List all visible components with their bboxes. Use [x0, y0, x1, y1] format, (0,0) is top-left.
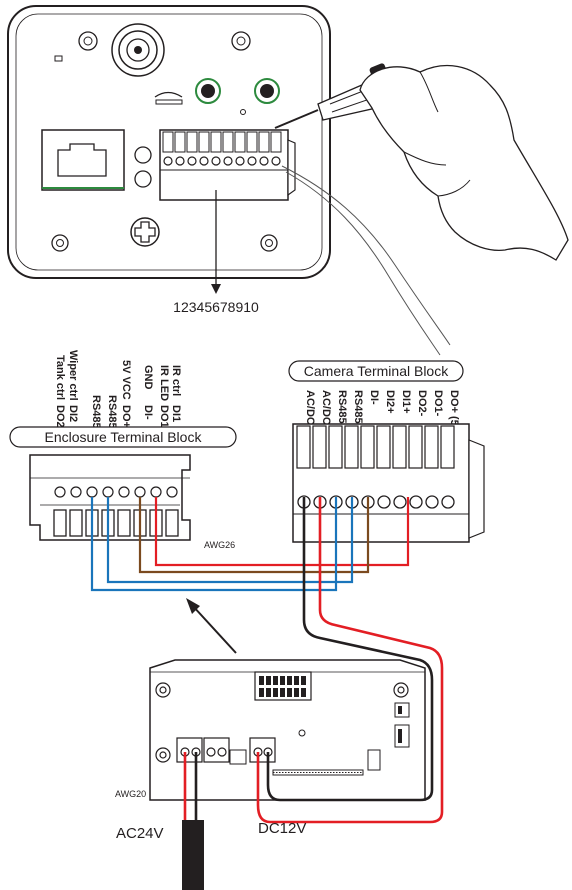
wire-gauge-top: AWG26 [204, 540, 235, 550]
camera-title-pill [288, 360, 464, 382]
status-led-icon [54, 55, 63, 62]
enclosure-title-pill [9, 426, 237, 448]
enclosure-label-upper: 5V VCC [120, 360, 132, 400]
signal-wires [90, 497, 410, 592]
dc-power-terminal [249, 737, 276, 763]
screw-icon [155, 682, 409, 763]
ethernet-port-icon [41, 129, 125, 191]
camera-terminal-label: DI2+ [384, 390, 396, 414]
board-connector [254, 671, 312, 701]
enclosure-label-lower: DI1 [170, 405, 182, 422]
enclosure-label-upper: Wiper ctrl [67, 350, 79, 401]
enclosure-label-lower: DO1 [158, 405, 170, 428]
camera-terminal-label: DO2- [416, 390, 428, 417]
enclosure-block-title: Enclosure Terminal Block [45, 429, 203, 445]
enclosure-label-lower: DI2 [67, 405, 79, 422]
mount-screw-icon [130, 217, 160, 247]
camera-terminal-label: RS485- [352, 390, 364, 428]
enclosure-label-upper: IR ctrl [170, 365, 182, 396]
camera-terminal-label: DI- [368, 390, 380, 405]
dc12v-label: DC12V [258, 820, 306, 837]
enclosure-label-upper: Tank ctrl [54, 355, 66, 400]
wire-gauge-bottom: AWG20 [115, 789, 146, 799]
hand-icon [359, 64, 569, 261]
enclosure-label-lower: DO+ [120, 405, 132, 428]
reset-button-icon [134, 146, 152, 164]
enclosure-label-upper: GND [142, 365, 154, 390]
audio-jack-icon [195, 78, 280, 115]
screw-icon [51, 31, 278, 252]
camera-block-title: Camera Terminal Block [304, 363, 449, 379]
pin-pointer-arrow [211, 190, 221, 294]
enclosure-label-lower: RS485+ [90, 395, 102, 435]
sd-slot-icon [154, 91, 183, 98]
camera-terminal-label: DO1- [432, 390, 444, 417]
enclosure-label-upper: IR LED [158, 365, 170, 401]
bnc-connector-icon [111, 23, 165, 77]
ac-power-terminal [176, 737, 230, 763]
power-board [149, 659, 426, 801]
ac24v-label: AC24V [116, 825, 164, 842]
ac-cable-jacket [182, 820, 204, 890]
camera-panel-terminal-block [159, 129, 296, 201]
camera-rear-panel [7, 5, 331, 279]
enclosure-label-lower: DI- [142, 405, 154, 420]
camera-terminal-label: RS485+ [336, 390, 348, 430]
direction-arrow [186, 598, 237, 654]
enclosure-label-lower: DO2 [54, 405, 66, 428]
pin-numbers-caption: 12345678910 [173, 299, 259, 315]
camera-terminal-block [292, 423, 485, 543]
enclosure-label-column: IR ctrl IR LED GND 5V VCC Wiper ctrl Tan… [54, 350, 182, 435]
pigtail-wires [281, 165, 451, 356]
reset-button-icon [134, 170, 152, 188]
enclosure-label-lower: RS485- [106, 395, 118, 433]
enclosure-terminal-block [29, 454, 191, 541]
camera-terminal-label: DI1+ [400, 390, 412, 414]
